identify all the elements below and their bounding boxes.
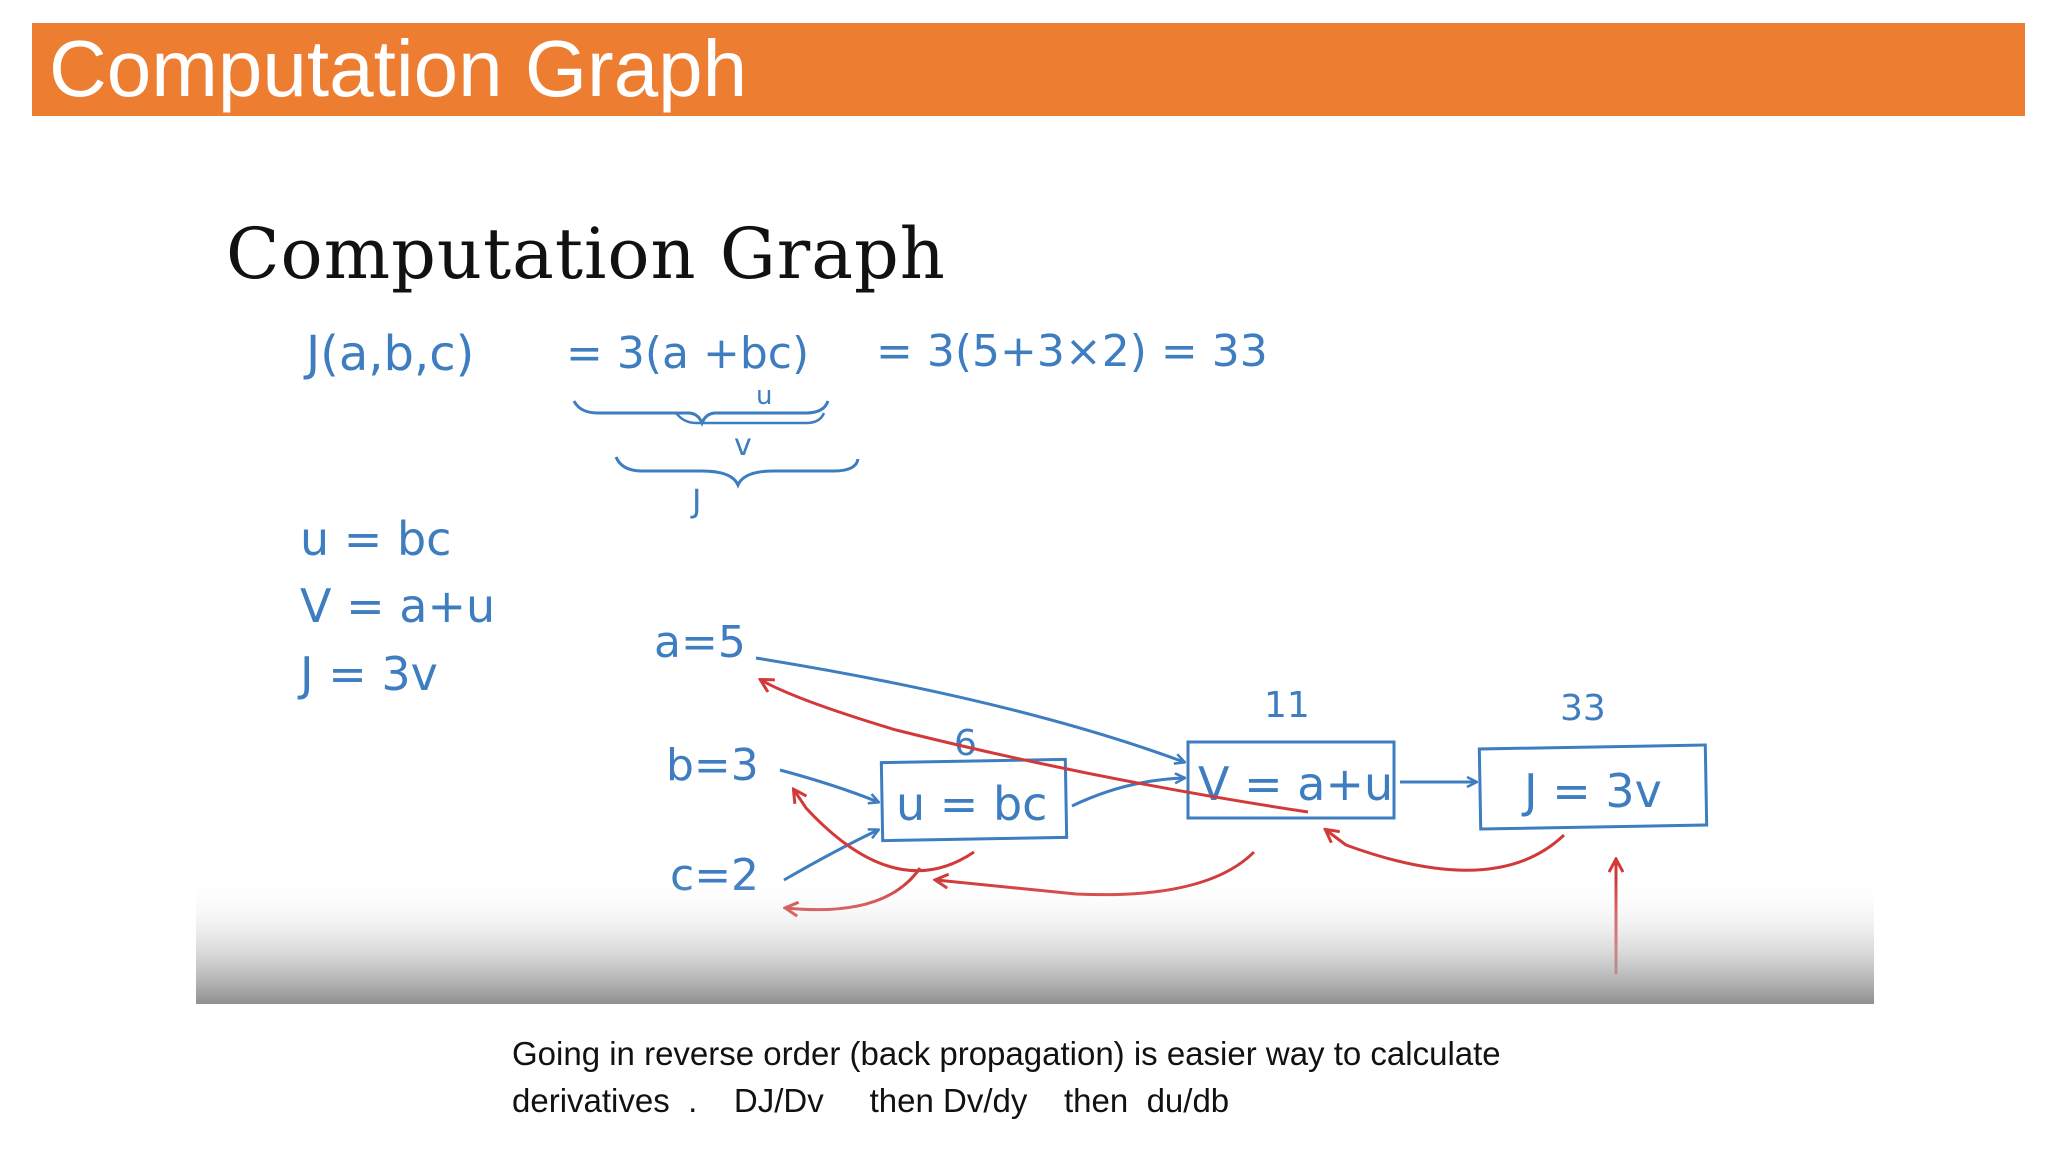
edge-u-to-v <box>1071 778 1184 808</box>
definition-j: J = 3v <box>297 647 438 701</box>
caption-line-1: Going in reverse order (back propagation… <box>512 1035 1501 1072</box>
input-a: a=5 <box>654 617 746 668</box>
node-v-box <box>1186 740 1396 820</box>
node-u-value: 6 <box>954 723 977 764</box>
backprop-j-to-v <box>1326 830 1566 872</box>
caption-line-2: derivatives . DJ/Dv then Dv/dy then du/d… <box>512 1082 1230 1119</box>
equation-right: = 3(5+3×2) = 33 <box>876 326 1268 377</box>
backprop-v-to-a <box>761 680 1309 814</box>
brace-v-label: v <box>734 428 752 463</box>
title-bar: Computation Graph <box>32 23 2025 116</box>
node-u-box <box>879 757 1069 843</box>
brace-u <box>572 400 830 428</box>
input-b: b=3 <box>666 740 759 791</box>
slide-title: Computation Graph <box>49 24 748 113</box>
brace-j-label: J <box>690 482 701 520</box>
backprop-u-to-b <box>794 790 975 873</box>
brace-u-label: u <box>756 381 772 411</box>
node-j-box <box>1477 743 1709 831</box>
edge-a-to-v <box>755 656 1184 762</box>
slide-image-heading: Computation Graph <box>226 213 946 295</box>
lecture-slide-image: Computation Graph J(a,b,c) = 3(a +bc) = … <box>196 180 1874 1004</box>
equation-middle: = 3(a +bc) <box>566 328 809 379</box>
definition-v: V = a+u <box>300 579 495 633</box>
caption: Going in reverse order (back propagation… <box>512 1030 1672 1124</box>
brace-v <box>614 456 860 489</box>
node-j-label: J = 3v <box>1521 764 1662 818</box>
node-u-label: u = bc <box>896 777 1047 831</box>
edge-c-to-u <box>783 830 878 882</box>
node-v-label: V = a+u <box>1198 757 1393 811</box>
node-v-value: 11 <box>1264 685 1310 726</box>
edge-b-to-u <box>779 768 878 802</box>
definition-u: u = bc <box>300 512 451 566</box>
video-bottom-fade <box>196 880 1874 1004</box>
equation-left: J(a,b,c) <box>303 326 474 382</box>
node-j-value: 33 <box>1560 688 1606 729</box>
computation-graph-diagram: J(a,b,c) = 3(a +bc) = 3(5+3×2) = 33 u v … <box>196 326 1874 1004</box>
brace-small <box>675 412 826 425</box>
